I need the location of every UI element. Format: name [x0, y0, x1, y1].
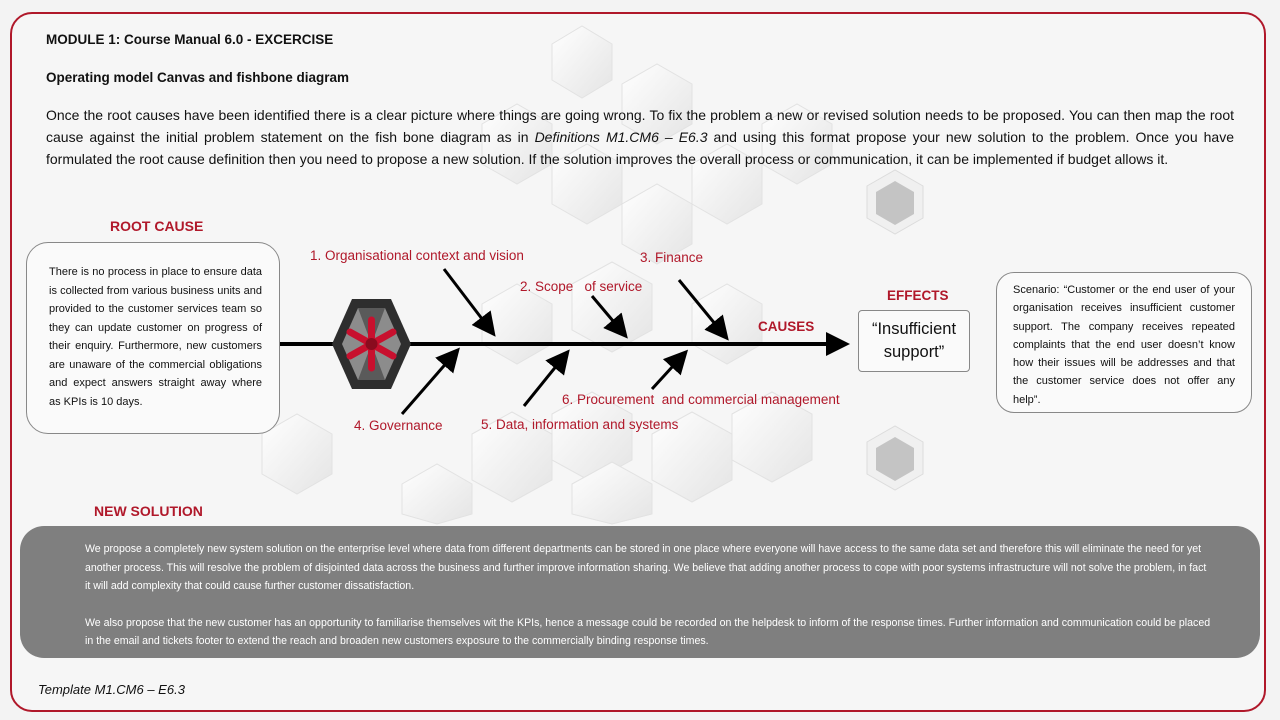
hexagon-logo-icon: [332, 299, 411, 389]
cause-label-4: 4. Governance: [354, 418, 443, 433]
scenario-text: Scenario: “Customer or the end user of y…: [1013, 284, 1235, 406]
cause-bone-3: [677, 279, 729, 341]
intro-text-1: Once the root causes have been identifie…: [46, 107, 1234, 145]
bg-hex: [551, 391, 633, 483]
root-cause-box: There is no process in place to ensure d…: [26, 242, 280, 434]
bg-hex-accent-inner: [876, 437, 914, 481]
bg-hex: [621, 183, 693, 265]
cause-label-6: 6. Procurement and commercial management: [562, 392, 840, 407]
root-cause-heading: ROOT CAUSE: [110, 218, 204, 234]
new-solution-paragraph-1: We propose a completely new system solut…: [85, 543, 1207, 592]
bg-hex: [571, 261, 653, 353]
hexagon-background: [261, 25, 924, 525]
new-solution-paragraph-2: We also propose that the new customer ha…: [85, 616, 1211, 648]
bg-hex: [731, 391, 813, 483]
bg-hex: [761, 103, 833, 185]
bg-hex: [651, 411, 733, 503]
cause-label-2: 2. Scope of service: [520, 279, 643, 294]
new-solution-heading: NEW SOLUTION: [94, 503, 203, 519]
effect-text: “Insufficient support”: [871, 320, 957, 361]
causes-heading: CAUSES: [758, 319, 815, 334]
bg-hex: [551, 25, 613, 99]
scenario-box: Scenario: “Customer or the end user of y…: [996, 272, 1252, 413]
fishbone-diagram: [280, 268, 850, 415]
cause-label-3: 3. Finance: [640, 250, 704, 265]
effects-heading: EFFECTS: [887, 288, 949, 303]
template-reference: Template M1.CM6 – E6.3: [38, 682, 185, 697]
bg-hex-accent-inner: [876, 181, 914, 225]
slide-frame: MODULE 1: Course Manual 6.0 - EXCERCISE …: [10, 12, 1266, 712]
bg-hex: [261, 413, 333, 495]
bg-hex: [471, 411, 553, 503]
cause-label-5: 5. Data, information and systems: [481, 417, 679, 432]
bg-hex: [401, 463, 473, 525]
cause-bone-1: [442, 268, 496, 337]
cause-bone-2: [590, 295, 628, 339]
intro-text-2: and using this format propose your new s…: [46, 129, 1234, 167]
effect-box: “Insufficient support”: [858, 310, 970, 372]
new-solution-box: We propose a completely new system solut…: [20, 526, 1260, 658]
bg-hex: [571, 461, 653, 525]
intro-paragraph: Once the root causes have been identifie…: [46, 104, 1234, 170]
canvas-subtitle: Operating model Canvas and fishbone diag…: [46, 70, 350, 85]
intro-reference: Definitions M1.CM6 – E6.3: [534, 129, 708, 145]
cause-label-1: 1. Organisational context and vision: [310, 248, 524, 263]
bg-hex: [621, 63, 693, 145]
cause-bone-5: [522, 349, 570, 407]
cause-bone-4: [400, 347, 460, 415]
module-title: MODULE 1: Course Manual 6.0 - EXCERCISE: [46, 32, 334, 47]
root-cause-text: There is no process in place to ensure d…: [49, 266, 262, 408]
cause-bone-6: [650, 349, 689, 391]
